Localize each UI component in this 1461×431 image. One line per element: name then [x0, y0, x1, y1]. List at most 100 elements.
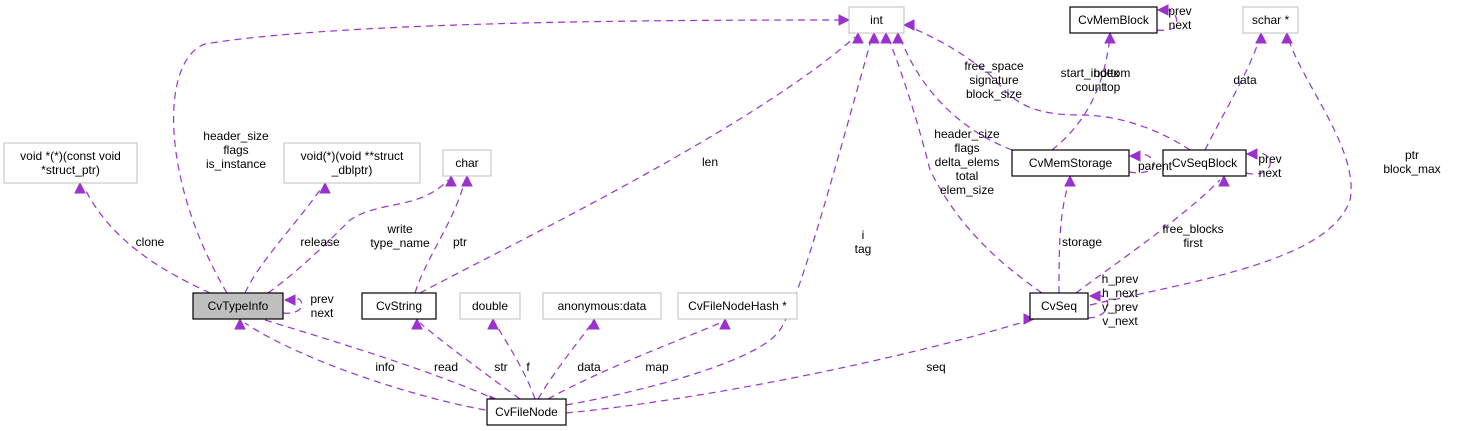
edge-label: free_space — [964, 59, 1024, 73]
node-clonefn[interactable]: void *(*)(const void*struct_ptr) — [3, 142, 138, 184]
edge-typeinfo-int — [172, 14, 851, 294]
node-label: CvTypeInfo — [208, 299, 269, 313]
edge-seq-int — [880, 31, 1043, 294]
edge-label: v_prev — [1102, 300, 1138, 314]
edge-line — [1058, 179, 1071, 294]
edge-seq-self — [1087, 290, 1109, 319]
edge-line — [904, 24, 1191, 151]
edge-line — [537, 322, 593, 400]
edge-label: v_next — [1102, 314, 1138, 328]
node-cvseqblock[interactable]: CvSeqBlock — [1162, 149, 1247, 177]
edge-line — [565, 36, 873, 406]
arrow-head-icon — [868, 31, 880, 44]
edge-line — [887, 36, 1043, 294]
arrow-head-icon — [1104, 31, 1116, 44]
edge-label: is_instance — [206, 157, 266, 171]
node-cvmemstorage[interactable]: CvMemStorage — [1011, 149, 1130, 177]
edge-label: free_blocks — [1162, 222, 1223, 236]
node-schar[interactable]: schar * — [1242, 6, 1299, 34]
node-releasefn[interactable]: void(*)(void **struct_dblptr) — [283, 142, 421, 184]
node-cvfilenodehash[interactable]: CvFileNodeHash * — [677, 292, 798, 320]
node-box[interactable] — [442, 149, 492, 177]
node-box[interactable] — [459, 292, 521, 320]
arrow-head-icon — [74, 181, 86, 194]
node-anondata[interactable]: anonymous:data — [542, 292, 662, 320]
edge-line — [264, 319, 498, 401]
node-label: CvSeqBlock — [1172, 156, 1238, 170]
arrow-head-icon — [1088, 290, 1101, 302]
node-box[interactable] — [542, 292, 662, 320]
node-box[interactable] — [1029, 292, 1089, 320]
edge-label: i — [862, 228, 865, 242]
node-cvmemblock[interactable]: CvMemBlock — [1069, 6, 1158, 34]
edge-label: start_index — [1061, 66, 1120, 80]
edge-memstorage-self — [1128, 150, 1155, 174]
node-label: CvString — [376, 299, 422, 313]
edge-line — [244, 186, 323, 294]
node-box[interactable] — [361, 292, 437, 320]
node-label: void *(*)(const void — [20, 149, 121, 163]
edge-line — [1204, 36, 1261, 151]
node-label: *struct_ptr) — [41, 163, 100, 177]
node-label: CvSeq — [1041, 299, 1077, 313]
edge-label: flags — [954, 141, 979, 155]
edge-seqblock-self — [1245, 148, 1271, 175]
edge-line — [414, 179, 466, 294]
edge-label: prev — [1258, 152, 1281, 166]
edge-line — [1075, 179, 1221, 294]
edge-typeinfo-char — [267, 174, 457, 294]
edge-label: str — [494, 360, 507, 374]
node-cvseq[interactable]: CvSeq — [1029, 292, 1089, 320]
edge-line — [547, 322, 721, 400]
edge-label: flags — [223, 143, 248, 157]
edge-label: next — [1169, 18, 1192, 32]
edge-label: count — [1075, 80, 1105, 94]
edge-label: block_size — [966, 87, 1022, 101]
node-box[interactable] — [3, 142, 138, 184]
arrow-head-icon — [1245, 148, 1258, 160]
arrow-head-icon — [902, 19, 915, 31]
edge-line — [1156, 8, 1178, 31]
edge-label: h_prev — [1102, 272, 1139, 286]
node-box[interactable] — [283, 142, 421, 184]
edge-label: prev — [1168, 4, 1191, 18]
node-double[interactable]: double — [459, 292, 521, 320]
node-cvtypeinfo[interactable]: CvTypeInfo — [192, 292, 284, 320]
edge-label: data — [1233, 73, 1257, 87]
node-box[interactable] — [1069, 6, 1158, 34]
node-cvfilenode[interactable]: CvFileNode — [486, 398, 567, 426]
edge-label: write — [386, 222, 413, 236]
edge-label: h_next — [1102, 286, 1139, 300]
arrow-head-icon — [319, 181, 331, 194]
edge-label: info — [375, 360, 395, 374]
edge-label: signature — [969, 73, 1019, 87]
edge-line — [419, 322, 521, 400]
edge-label: clone — [136, 235, 165, 249]
node-char[interactable]: char — [442, 149, 492, 177]
edge-typeinfo-self — [282, 294, 303, 314]
arrow-head-icon — [838, 14, 851, 26]
node-box[interactable] — [848, 6, 905, 34]
arrow-head-icon — [411, 317, 423, 330]
node-box[interactable] — [1162, 149, 1247, 177]
edge-label: prev — [310, 292, 333, 306]
node-cvstring[interactable]: CvString — [361, 292, 437, 320]
edge-label: tag — [855, 242, 872, 256]
node-box[interactable] — [486, 398, 567, 426]
arrow-head-icon — [1128, 150, 1141, 162]
node-int[interactable]: int — [848, 6, 905, 34]
node-box[interactable] — [677, 292, 798, 320]
edge-label: parent — [1138, 159, 1173, 173]
edge-seq-schar — [1089, 31, 1352, 306]
edge-seq-memstorage — [1058, 174, 1076, 294]
node-box[interactable] — [192, 292, 284, 320]
node-box[interactable] — [1011, 149, 1130, 177]
arrow-head-icon — [1156, 4, 1169, 16]
edge-label: elem_size — [940, 183, 994, 197]
node-box[interactable] — [1242, 6, 1299, 34]
edge-filenode-anondata — [537, 317, 600, 400]
edge-label: delta_elems — [935, 155, 1000, 169]
edge-label: storage — [1062, 235, 1102, 249]
edge-seqblock-int — [902, 19, 1191, 151]
